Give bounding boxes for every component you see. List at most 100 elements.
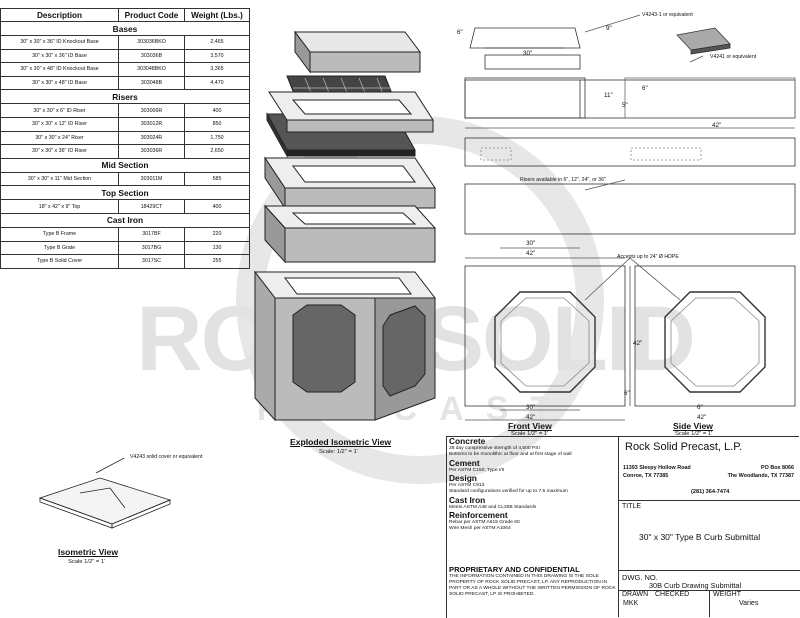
table-section-row: Mid Section xyxy=(0,157,250,173)
cell-weight: 220 xyxy=(184,226,250,242)
weight-divider xyxy=(709,590,710,617)
dimension-label: 42" xyxy=(697,414,707,421)
top-section-front xyxy=(309,51,421,73)
spec-heading: Concrete xyxy=(449,436,486,446)
cell-weight: 3,365 xyxy=(184,62,250,77)
cell-description: Type B Solid Cover xyxy=(0,254,119,269)
section-title: Bases xyxy=(0,21,250,36)
cell-product-code: 303012R xyxy=(118,116,185,132)
dimension-label: 42" xyxy=(712,122,722,129)
table-section-row: Bases xyxy=(0,21,250,36)
cell-description: 30" x 30" x 48" ID Knockout Base xyxy=(0,62,119,77)
cell-description: 30" x 30" x 36" ID Riser xyxy=(0,144,119,159)
spec-line: 28 day compressive strength of 4,500 PSI xyxy=(449,446,540,452)
dimension-label: 30" xyxy=(523,50,533,57)
base-knockout-front xyxy=(292,304,356,393)
cell-weight: 1,750 xyxy=(184,130,250,146)
section-title: Top Section xyxy=(0,185,250,201)
product-table: Description Product Code Weight (Lbs.) B… xyxy=(0,8,250,269)
checked-label: CHECKED xyxy=(655,591,690,598)
dwg-no-label: DWG. NO. xyxy=(622,573,658,582)
dimension-label: 6" xyxy=(457,29,463,36)
cell-description: 30" x 30" x 36" ID Base xyxy=(0,48,119,64)
cell-product-code: 303036R xyxy=(118,144,185,159)
callout-v4243-1: V4243-1 or equivalent xyxy=(642,12,693,18)
weight-label: WEIGHT xyxy=(713,591,741,598)
side-view-knockout xyxy=(664,291,766,393)
cell-description: Type B Grate xyxy=(0,240,119,256)
dimension-label: 6" xyxy=(642,85,648,92)
section-title: Risers xyxy=(0,89,250,105)
phone-number: (281) 364-7474 xyxy=(691,489,730,495)
dwg-no-value: 30B Curb Drawing Submittal xyxy=(649,581,742,590)
table-section-row: Cast Iron xyxy=(0,212,250,228)
spec-line: Standard configurations verified for up … xyxy=(449,489,568,495)
callout-v4241: V4241 or equivalent xyxy=(710,54,757,60)
title-block-outer-top xyxy=(446,436,799,437)
column-header-product-code: Product Code xyxy=(118,8,185,22)
isometric-callout: V4243 solid cover or equivalent xyxy=(130,454,203,460)
top-section-top xyxy=(294,31,421,53)
front-view-knockout xyxy=(494,291,596,393)
cell-product-code: 303024R xyxy=(118,130,185,146)
spec-line: Per ASTM C913 xyxy=(449,483,485,489)
cell-weight: 4,470 xyxy=(184,75,250,91)
cell-weight: 130 xyxy=(184,240,250,256)
callout-hdpe: Accepts up to 24" Ø HDPE xyxy=(617,254,679,260)
cell-product-code: 3017SC xyxy=(118,254,185,269)
dimension-label: 5" xyxy=(622,102,628,109)
spec-heading: Cement xyxy=(449,457,480,468)
side-view-title: Side View xyxy=(673,421,713,431)
cell-description: 30" x 30" x 12" ID Riser xyxy=(0,116,119,132)
frame-front xyxy=(286,149,416,157)
table-section-row: Top Section xyxy=(0,185,250,201)
spec-line: Per ASTM C150; Type I/II xyxy=(449,467,505,473)
front-view-scale: Scale 1/2" = 1' xyxy=(511,431,549,437)
cell-product-code: 303048B xyxy=(118,75,185,91)
cell-weight: 400 xyxy=(184,103,250,118)
cell-description: 30" x 30" x 48" ID Base xyxy=(0,75,119,91)
cell-product-code: 303036B xyxy=(118,48,185,64)
cell-weight: 585 xyxy=(184,171,250,187)
top-section-side xyxy=(294,30,311,74)
cell-product-code: 18429CT xyxy=(118,199,185,214)
cell-product-code: 303048BKO xyxy=(118,62,185,77)
address-right-1: PO Box 8066 xyxy=(761,465,794,471)
table-section-row: Risers xyxy=(0,89,250,105)
spec-heading: Reinforcement xyxy=(449,510,508,521)
company-name: Rock Solid Precast, L.P. xyxy=(625,441,743,453)
title-block: Rock Solid Precast, L.P. 11393 Sleepy Ho… xyxy=(618,437,800,617)
cell-weight: 2,465 xyxy=(184,35,250,50)
spec-heading: Cast Iron xyxy=(449,494,486,505)
weight-value: Varies xyxy=(739,600,759,607)
drawn-value: MKK xyxy=(623,600,639,607)
title-label: TITLE xyxy=(622,503,642,510)
address-left-2: Conroe, TX 77385 xyxy=(623,473,669,479)
cell-description: 30" x 30" x 11" Mid Section xyxy=(0,171,119,187)
spec-line: Bottoms to be monolithic at floor and at… xyxy=(449,452,572,458)
table-header-row: Description Product Code Weight (Lbs.) xyxy=(0,8,250,22)
orthographic-drawings xyxy=(464,14,796,421)
dimension-label: 42" xyxy=(526,414,536,421)
spec-line: Rebar per ASTM A615 Grade 60 xyxy=(449,520,520,526)
spec-line: Meets ASTM A48 and CL35B Standards xyxy=(449,504,537,510)
cell-description: 18" x 42" x 9" Top xyxy=(0,199,119,214)
cell-weight: 400 xyxy=(184,199,250,214)
cell-product-code: 303011M xyxy=(118,171,185,187)
isometric-cover-drawing xyxy=(38,458,172,529)
dimension-label: 30" xyxy=(526,404,536,411)
proprietary-notice: PROPRIETARY AND CONFIDENTIAL THE INFORMA… xyxy=(449,565,617,598)
cell-description: 30" x 30" x 36" ID Knockout Base xyxy=(0,35,119,50)
cell-weight: 3,570 xyxy=(184,48,250,64)
section-title: Mid Section xyxy=(0,157,250,173)
